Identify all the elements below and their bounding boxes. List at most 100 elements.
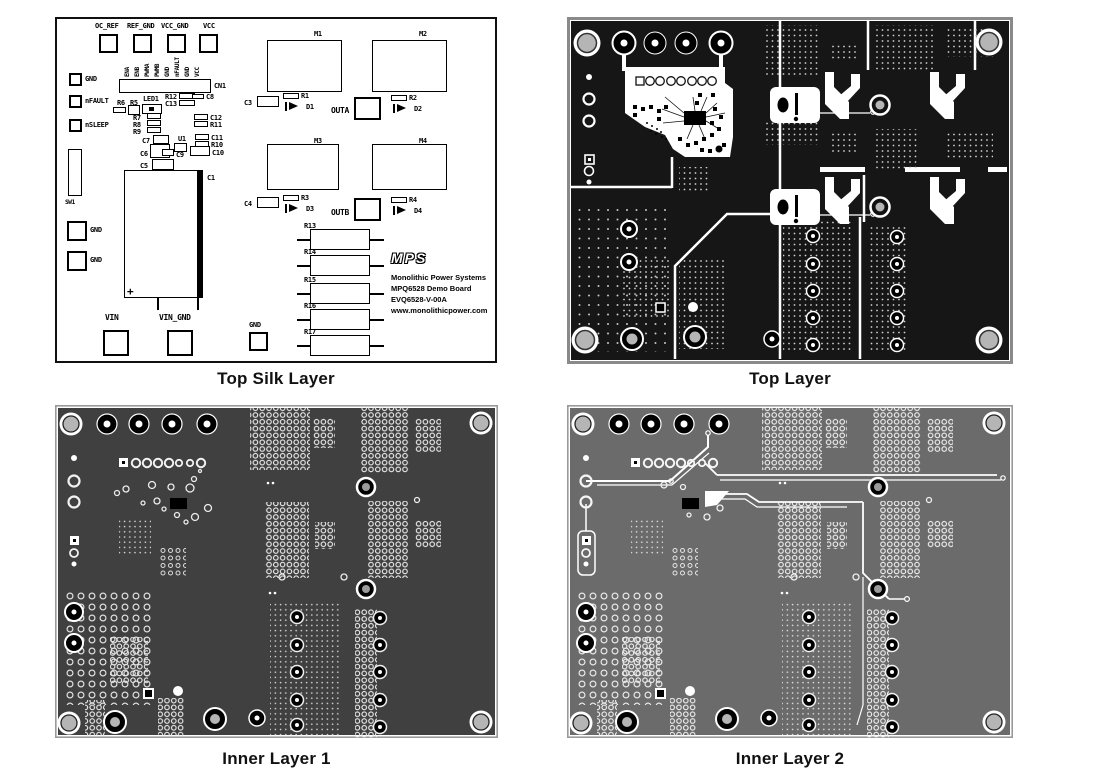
ic-island — [622, 45, 733, 157]
silk-label-outb: OUTB — [331, 208, 350, 217]
silk-label-ref-gnd: REF_GND — [127, 22, 155, 30]
silk-label-r10: R10 — [211, 141, 223, 149]
c1-lead — [197, 298, 199, 310]
cn1-pin-label: PWMA — [144, 63, 151, 77]
resistor-lead — [297, 239, 310, 241]
cn1-via-row — [119, 457, 207, 469]
mounting-holes — [569, 411, 1006, 735]
resistor-r8 — [147, 120, 161, 126]
capacitor-c13 — [179, 100, 195, 106]
left-vias — [67, 455, 81, 567]
diode-triangle — [289, 204, 298, 212]
connector-holes — [96, 413, 218, 435]
silk-label-vin-gnd: VIN_GND — [159, 313, 191, 322]
mps-logo: MPS — [391, 250, 428, 266]
diode-bar — [285, 204, 287, 213]
silk-label-gnd-3: GND — [90, 256, 102, 264]
capacitor-c7 — [153, 135, 169, 144]
capacitor-c10 — [190, 146, 210, 156]
cn1-pin-label: ENB — [134, 67, 141, 77]
silk-label-gnd-4: GND — [249, 321, 261, 329]
diode-d3-symbol — [284, 204, 300, 213]
pad-gnd-3 — [67, 251, 87, 271]
silk-label-c1: C1 — [207, 174, 215, 182]
silk-label-r3: R3 — [301, 194, 309, 202]
silk-label-outa: OUTA — [331, 106, 350, 115]
power-vias — [64, 476, 388, 735]
resistor-lead — [297, 319, 310, 321]
silk-label-r9: R9 — [133, 128, 141, 136]
pad-nfault — [69, 95, 82, 108]
capacitor-c11 — [195, 134, 209, 140]
silk-label-gnd-2: GND — [90, 226, 102, 234]
resistor-r7 — [147, 113, 161, 119]
mounting-holes — [57, 411, 493, 735]
left-vias — [582, 74, 596, 185]
silk-label-nsleep: nSLEEP — [85, 121, 109, 129]
silk-label-m2: M2 — [419, 30, 427, 38]
silk-label-r4: R4 — [409, 196, 417, 204]
caption-top-silk-layer: Top Silk Layer — [217, 369, 335, 388]
silk-label-r6: R6 — [117, 99, 125, 107]
capacitor-c5 — [152, 159, 174, 170]
silk-label-c4: C4 — [244, 200, 252, 208]
c1-lead — [157, 298, 159, 310]
trace-fan — [705, 491, 729, 507]
routing-traces — [577, 430, 1006, 726]
brand-line-4: www.monolithicpower.com — [391, 306, 488, 315]
resistor-r5 — [128, 105, 140, 115]
resistor-lead — [370, 345, 384, 347]
silk-label-vin: VIN — [105, 313, 119, 322]
silk-label-c9: C9 — [176, 151, 184, 159]
resistor-r9 — [147, 127, 161, 133]
resistor-r14 — [310, 255, 370, 276]
cn1-via-row — [631, 457, 719, 469]
silk-label-c13: C13 — [165, 100, 177, 108]
resistor-r11 — [194, 121, 208, 127]
silk-label-sw1: SW1 — [65, 199, 75, 206]
silk-label-m3: M3 — [314, 137, 322, 145]
caption-inner-layer-2: Inner Layer 2 — [735, 749, 845, 768]
diode-triangle — [289, 102, 298, 110]
resistor-lead — [297, 293, 310, 295]
cn1-pin-label: PWMB — [154, 63, 161, 77]
silk-label-m1: M1 — [314, 30, 322, 38]
pad-vin-gnd — [167, 330, 193, 356]
silk-label-c5: C5 — [140, 162, 148, 170]
pad-nsleep — [69, 119, 82, 132]
cn1-pin-label: ENA — [124, 67, 131, 77]
inner-layer-1-board-art — [55, 405, 498, 738]
mosfet-m2-outline — [372, 40, 447, 92]
silk-label-r1: R1 — [301, 92, 309, 100]
output-regions — [770, 87, 876, 225]
ic-u1 — [170, 498, 187, 509]
brand-line-1: Monolithic Power Systems — [391, 273, 487, 282]
silk-label-r17: R17 — [304, 328, 316, 336]
ic-u1 — [684, 111, 706, 125]
silk-label-r5: R5 — [130, 99, 138, 107]
left-vias — [579, 455, 593, 567]
capacitor-c9 — [162, 149, 174, 156]
silk-label-d2: D2 — [414, 105, 422, 113]
mosfet-m1-outline — [267, 40, 342, 92]
pad-outa — [354, 97, 381, 120]
smd-pads — [633, 93, 726, 153]
pad-ref-gnd — [133, 34, 152, 53]
silk-label-c3: C3 — [244, 99, 252, 107]
silk-label-r15: R15 — [304, 276, 316, 284]
top-layer-image — [567, 17, 1013, 364]
caption-top-layer: Top Layer — [749, 369, 831, 388]
silk-label-r16: R16 — [304, 302, 316, 310]
scattered-vias — [113, 468, 421, 595]
resistor-lead — [370, 239, 384, 241]
silk-label-oc-ref: OC_REF — [95, 22, 119, 30]
cn1-pin-label: GND — [184, 67, 191, 77]
resistor-r16 — [310, 309, 370, 330]
silk-label-c6: C6 — [140, 150, 148, 158]
resistor-r13 — [310, 229, 370, 250]
top-silk-layer-image: OC_REF REF_GND VCC_GND VCC GND nFAULT nS… — [55, 17, 497, 363]
inner-layer-1-image — [55, 405, 498, 738]
silk-label-r13: R13 — [304, 222, 316, 230]
resistor-lead — [297, 345, 310, 347]
